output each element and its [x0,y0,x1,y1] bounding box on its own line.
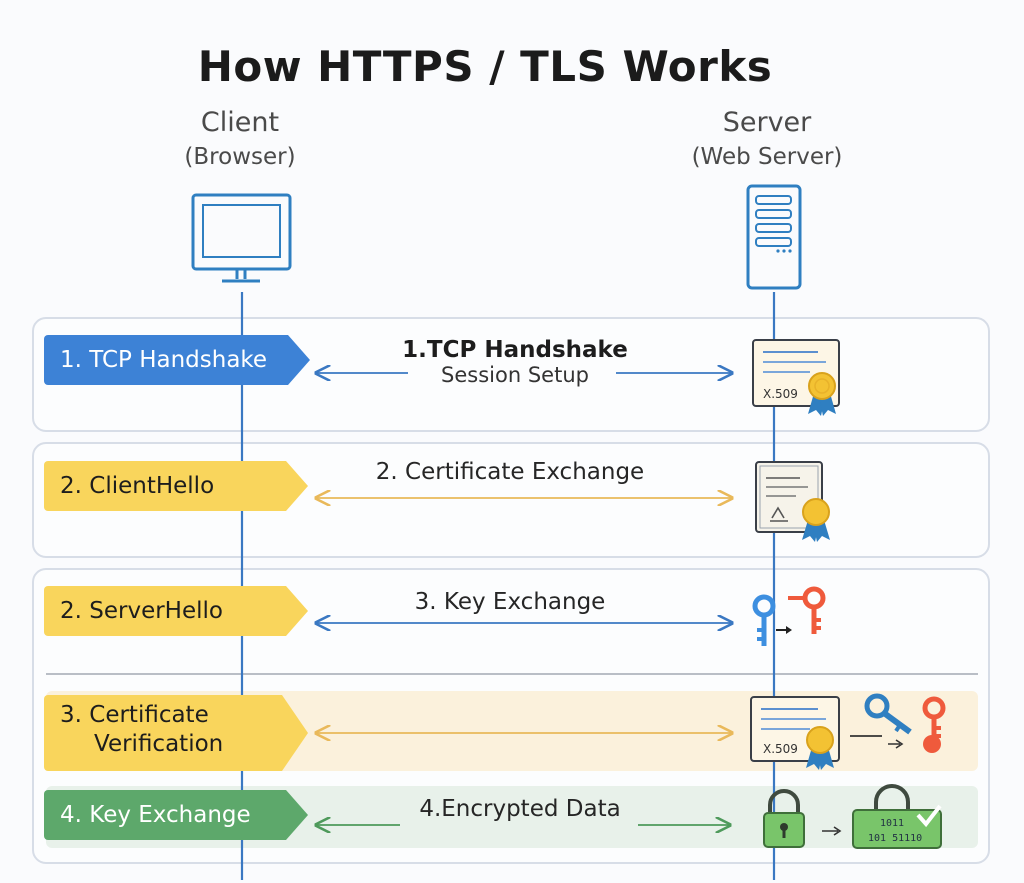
step-tag-line-1: 3. Certificate [60,702,209,728]
lock-bits-1: 1011 [880,818,904,829]
server-label: Server (Web Server) [667,106,867,174]
message-tcp-handshake: 1.TCP Handshake Session Setup [380,337,650,387]
server-icon [746,184,802,290]
key-pair-icon [752,586,826,646]
message-key-exchange: 3. Key Exchange [414,589,606,615]
divider [46,673,978,675]
server-subtitle: (Web Server) [691,144,843,170]
certificate-icon: X.509 [752,339,840,416]
step-tag-serverhello: 2. ServerHello [44,586,308,636]
computer-icon [191,193,292,283]
padlock-icon: 1011 101 51110 [763,784,942,849]
client-name: Client [200,107,280,138]
message-subtitle: Session Setup [441,363,589,387]
step-tag-line-2: Verification [94,731,224,757]
certificate-label: X.509 [763,742,798,756]
message-title: 1.TCP Handshake [402,337,628,363]
certificate-key-icon: X.509 [750,693,946,770]
message-encrypted-data: 4.Encrypted Data [419,796,621,822]
client-label: Client (Browser) [140,106,340,174]
step-tag-clienthello: 2. ClientHello [44,461,308,511]
lock-bits-2: 101 51110 [868,833,922,844]
certificate-label: X.509 [763,387,798,401]
step-tag-certificate-verification: 3. Certificate Verification [44,695,308,771]
step-tag-key-exchange: 4. Key Exchange [44,790,308,840]
step-tag-tcp-handshake: 1. TCP Handshake [44,335,310,385]
message-certificate-exchange: 2. Certificate Exchange [375,459,645,485]
server-name: Server [722,107,812,138]
page-title: How HTTPS / TLS Works [197,42,773,91]
certificate-icon [755,461,830,542]
client-subtitle: (Browser) [184,144,296,170]
